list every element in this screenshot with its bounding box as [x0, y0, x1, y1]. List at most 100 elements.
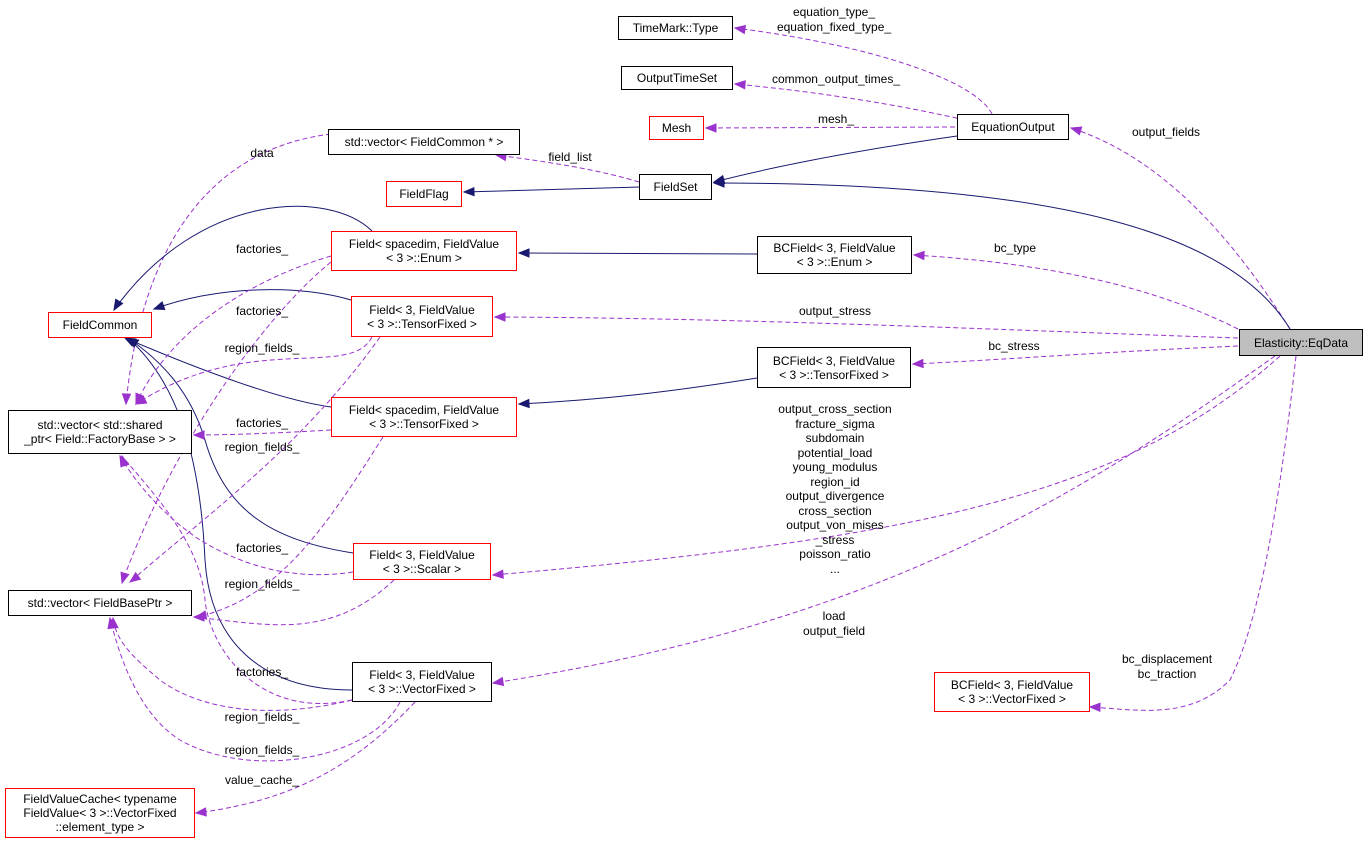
node-field-spacedim-tensorfixed[interactable]: Field< spacedim, FieldValue< 3 >::Tensor…	[331, 397, 517, 437]
node-field-spacedim-enum[interactable]: Field< spacedim, FieldValue< 3 >::Enum >	[331, 231, 517, 271]
usage-edge	[1070, 127, 1291, 330]
edge-arrowhead	[733, 80, 746, 90]
edge-label-line: output_fields	[1131, 125, 1201, 139]
edge-arrowhead	[1088, 702, 1101, 712]
node-label-line: Mesh	[661, 121, 692, 135]
edge-label-line: poisson_ratio	[799, 547, 871, 561]
node-label-line: BCField< 3, FieldValue	[950, 678, 1074, 692]
usage-edge	[1089, 355, 1297, 711]
edge-label-line: load	[822, 609, 846, 623]
node-equation-output[interactable]: EquationOutput	[957, 114, 1069, 140]
edge-label-line: factories_	[235, 665, 289, 679]
edge-label-data: data	[250, 146, 273, 161]
edge-label-line: factories_	[235, 304, 289, 318]
edge-arrowhead	[462, 186, 475, 197]
edge-label-mesh: mesh_	[818, 112, 854, 127]
edge-arrowhead	[194, 807, 207, 817]
edge-label-line: field_list	[548, 150, 592, 164]
usage-edge	[494, 316, 1239, 339]
usage-edge	[112, 617, 353, 711]
node-label-line: BCField< 3, FieldValue	[773, 241, 896, 255]
usage-edge	[492, 355, 1276, 684]
edge-label-line: region_fields_	[224, 341, 300, 355]
edge-label-line: output_cross_section	[778, 402, 892, 416]
edge-label-line: region_fields_	[224, 440, 300, 454]
edge-label-field-list: field_list	[548, 150, 591, 165]
usage-edge	[495, 154, 640, 183]
node-field3-vectorfixed[interactable]: Field< 3, FieldValue< 3 >::VectorFixed >	[352, 662, 492, 702]
node-std-vector-fieldbaseptr[interactable]: std::vector< FieldBasePtr >	[8, 590, 192, 616]
node-bcfield-enum[interactable]: BCField< 3, FieldValue< 3 >::Enum >	[757, 236, 912, 274]
node-mesh[interactable]: Mesh	[649, 116, 704, 140]
edge-arrowhead	[120, 571, 130, 585]
node-label-line: BCField< 3, FieldValue	[772, 353, 896, 368]
inheritance-edge	[124, 337, 332, 408]
usage-edge	[912, 345, 1239, 365]
node-label-line: < 3 >::VectorFixed >	[958, 692, 1066, 706]
edge-label-region-fields-4: region_fields_	[225, 710, 300, 725]
edge-label-line: potential_load	[797, 445, 873, 460]
edge-label-line: output_divergence	[785, 489, 885, 503]
edge-arrowhead	[128, 571, 142, 583]
inheritance-edge	[113, 205, 373, 311]
node-field-flag[interactable]: FieldFlag	[386, 181, 462, 207]
edge-arrowhead	[491, 676, 505, 687]
usage-edge	[129, 336, 381, 583]
node-bcfield-vectorfixed[interactable]: BCField< 3, FieldValue< 3 >::VectorFixed…	[934, 672, 1090, 712]
node-label-line: Field< 3, FieldValue	[369, 302, 475, 317]
edge-label-line: output_von_mises	[786, 518, 884, 532]
node-output-time-set[interactable]: OutputTimeSet	[621, 66, 733, 90]
inheritance-edge	[713, 135, 958, 183]
edge-label-line: region_id	[810, 474, 860, 489]
usage-edge	[109, 617, 401, 762]
edge-label-line: fracture_sigma	[795, 416, 875, 431]
usage-edge	[121, 455, 353, 704]
node-field3-tensorfixed[interactable]: Field< 3, FieldValue< 3 >::TensorFixed >	[351, 296, 493, 337]
edge-arrowhead	[192, 612, 205, 622]
edge-label-line: factories_	[235, 541, 289, 555]
node-std-vector-fieldcommon[interactable]: std::vector< FieldCommon * >	[328, 129, 520, 155]
node-elasticity-eqdata[interactable]: Elasticity::EqData	[1239, 329, 1363, 356]
node-label-line: < 3 >::Enum >	[386, 251, 462, 265]
inheritance-edge	[463, 186, 640, 193]
edge-label-factories-5: factories_	[236, 665, 288, 680]
edge-arrowhead	[126, 337, 140, 348]
edge-label-line: output_field	[802, 623, 866, 638]
edge-arrowhead	[107, 616, 117, 630]
inheritance-edge	[518, 252, 758, 255]
node-label-line: < 3 >::VectorFixed >	[368, 682, 476, 696]
edge-arrowhead	[712, 178, 725, 188]
node-field-set[interactable]: FieldSet	[639, 174, 712, 200]
node-label-line: std::vector< FieldCommon * >	[344, 135, 504, 149]
node-label-line: EquationOutput	[971, 120, 1055, 134]
node-timemark-type[interactable]: TimeMark::Type	[618, 16, 733, 40]
inheritance-edge	[153, 289, 352, 310]
edge-label-factories-2: factories_	[236, 304, 288, 319]
edge-label-line: ...	[829, 561, 840, 576]
edge-arrowhead	[493, 312, 506, 322]
edge-label-bc-stress: bc_stress	[988, 339, 1039, 354]
edge-label-line: region_fields_	[224, 577, 300, 591]
node-label-line: FieldValue< 3 >::VectorFixed	[23, 806, 177, 820]
node-label-line: _ptr< Field::FactoryBase > >	[24, 432, 176, 446]
edge-arrowhead	[912, 250, 925, 261]
usage-edge	[705, 126, 956, 129]
node-field3-scalar[interactable]: Field< 3, FieldValue< 3 >::Scalar >	[353, 543, 491, 580]
node-std-vector-shared-ptr[interactable]: std::vector< std::shared_ptr< Field::Fac…	[8, 410, 192, 454]
usage-edge	[121, 261, 332, 584]
node-field-common[interactable]: FieldCommon	[48, 312, 152, 338]
edge-arrowhead	[517, 398, 530, 409]
edge-label-value-cache: value_cache_	[225, 773, 299, 788]
edge-label-line: region_fields_	[224, 743, 300, 757]
edge-label-line: factories_	[235, 242, 289, 256]
usage-edge	[734, 83, 966, 121]
usage-edge	[492, 355, 1281, 576]
edge-label-line: equation_fixed_type_	[776, 19, 892, 34]
node-label-line: < 3 >::Scalar >	[382, 561, 462, 576]
edge-label-line: bc_traction	[1137, 666, 1197, 681]
edge-label-factories-3: factories_	[236, 416, 288, 431]
node-bcfield-tensorfixed[interactable]: BCField< 3, FieldValue< 3 >::TensorFixed…	[757, 347, 911, 388]
